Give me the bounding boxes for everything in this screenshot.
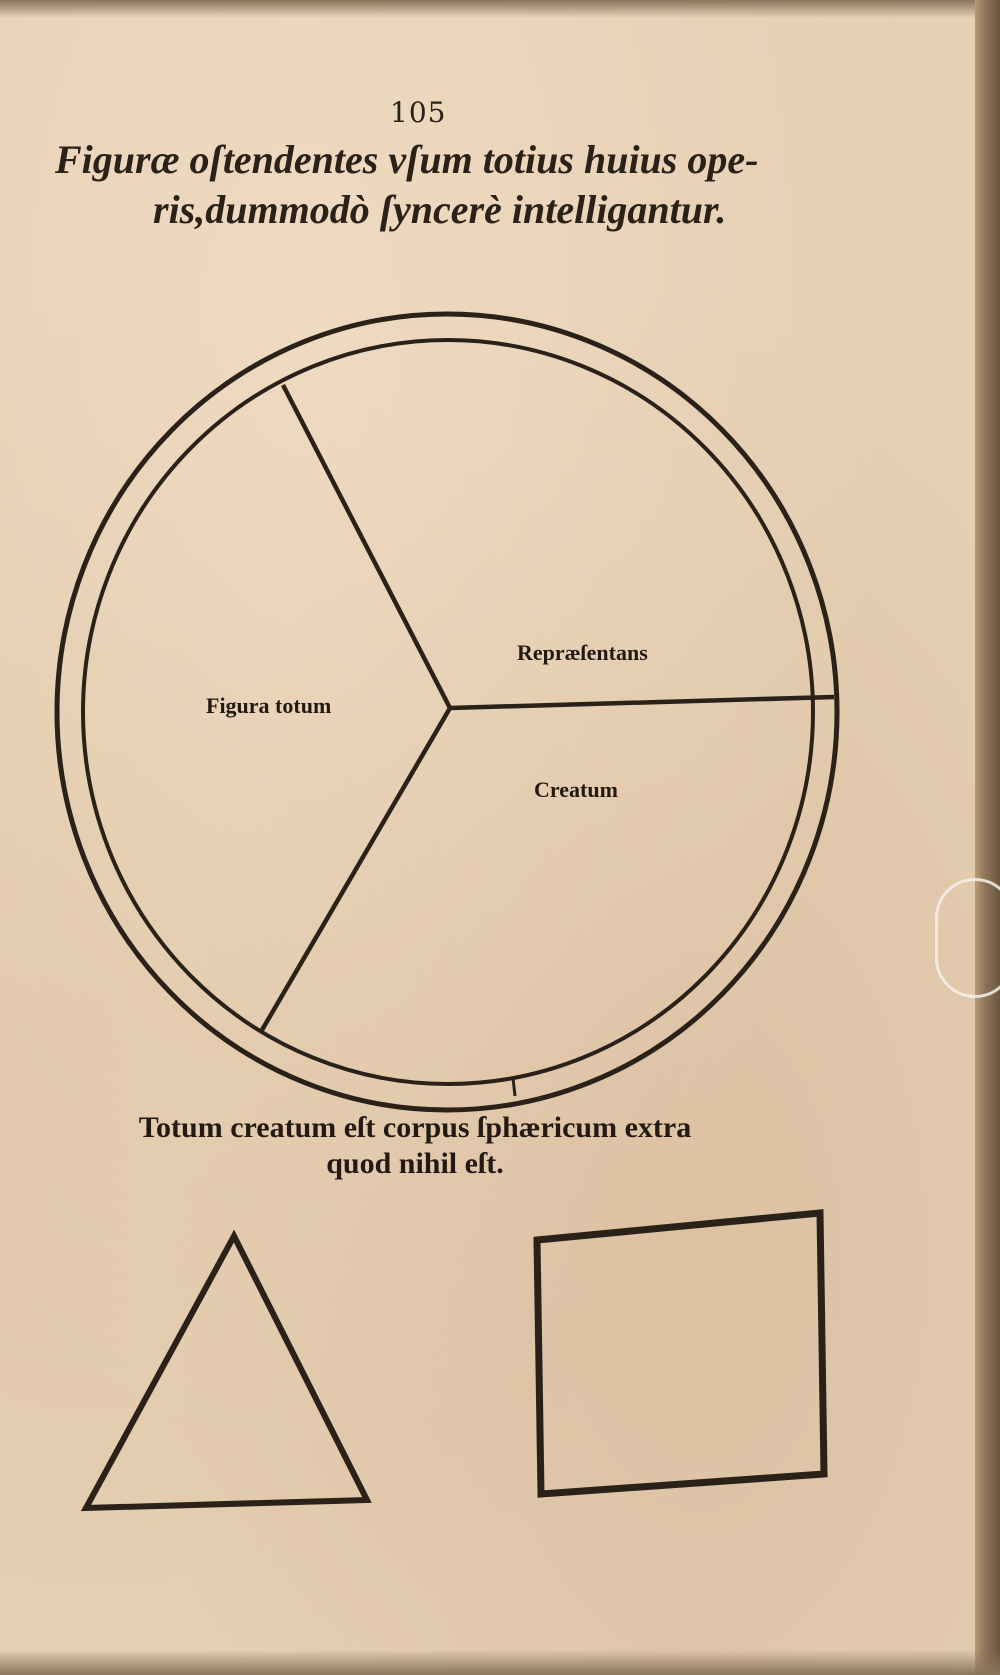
segment-label-figura-totum: Figura totum: [206, 693, 331, 718]
tick-mark: [511, 1077, 517, 1097]
segment-label-repraesentans: Repræſentans: [517, 640, 648, 665]
page-title: Figuræ oſtendentes vſum totius huius ope…: [55, 135, 775, 235]
divider-upper: [281, 383, 452, 710]
paper-clip: [935, 878, 1000, 998]
caption-line-1: Totum creatum eſt corpus ſphæricum extra: [138, 1111, 692, 1144]
caption-line-2: quod nihil eſt.: [326, 1147, 504, 1180]
book-spine: [975, 0, 1000, 1675]
triangle-figure: [80, 1229, 372, 1512]
segment-label-creatum: Creatum: [534, 777, 618, 802]
caption: Totum creatum eſt corpus ſphæricum extra…: [85, 1110, 745, 1182]
square-figure: [533, 1209, 828, 1498]
outer-circle: [54, 311, 840, 1113]
inner-circle: [81, 338, 815, 1086]
title-line-2: ris,dummodò ſyncerè intelligantur.: [153, 187, 727, 232]
divider-right: [449, 694, 835, 711]
page-top-edge: [0, 0, 1000, 18]
page-bottom-edge: [0, 1650, 1000, 1675]
title-line-1: Figuræ oſtendentes vſum totius huius ope…: [55, 137, 759, 182]
divider-lower: [260, 706, 452, 1032]
